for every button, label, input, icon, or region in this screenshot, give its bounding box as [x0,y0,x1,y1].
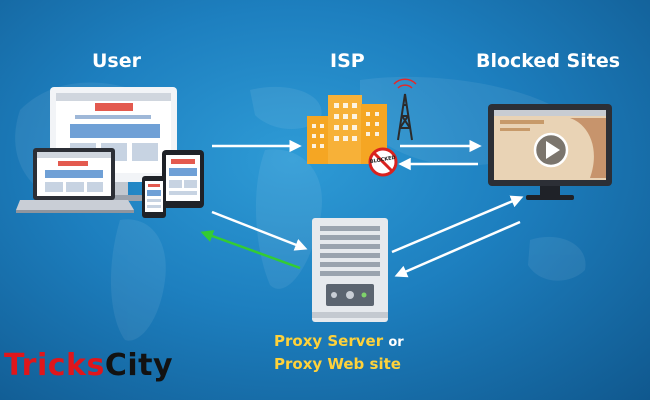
blocked-sites-label: Blocked Sites [476,50,621,72]
brand-part1: Tricks [4,348,105,383]
brand-part2: City [104,348,174,383]
proxy-web-site-caption: Proxy Web site [274,355,401,373]
blocked-sign-icon [368,147,398,177]
proxy-web-site-label: Proxy Web site [274,355,401,373]
proxy-or-label: or [388,335,404,350]
blocked-badge-text: BLOCKED [369,155,396,165]
arrow-user-to-proxy [211,210,308,251]
arrow-proxy-to-blocked [391,195,524,254]
brand-logo: TricksCity [4,348,173,383]
blocked-sites-monitor-icon [488,104,612,200]
proxy-server-label: Proxy Server [274,332,384,350]
flow-arrows [200,139,524,278]
proxy-server-caption: Proxy Server or [274,332,404,350]
proxy-server-icon [312,218,388,322]
user-label: User [92,50,141,72]
arrow-blocked-to-proxy [394,220,521,278]
isp-building-icon [307,78,417,164]
isp-label: ISP [330,50,365,72]
arrow-proxy-to-user [200,230,301,270]
user-devices-icon [16,87,204,218]
